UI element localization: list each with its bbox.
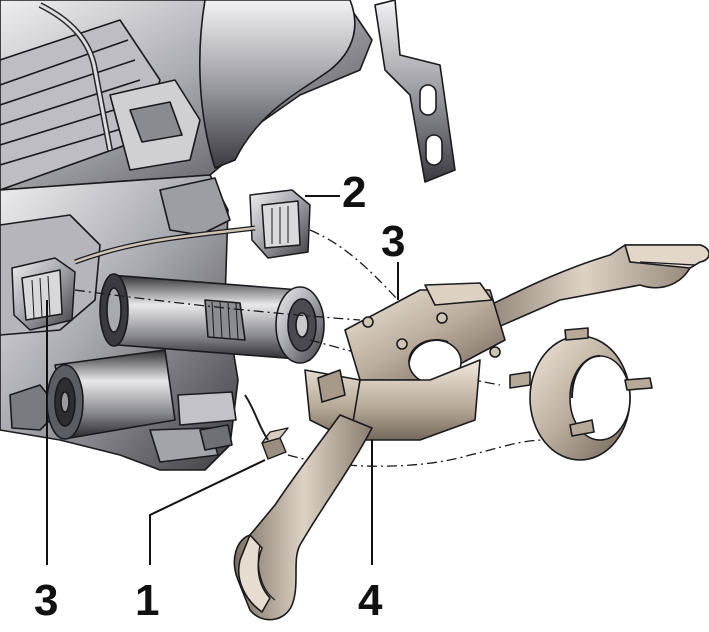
callout-4: 4 [358, 576, 383, 625]
callout-2: 2 [342, 168, 366, 217]
leader-lines [46, 195, 399, 565]
callout-1: 1 [135, 576, 159, 625]
combination-switch [233, 244, 709, 621]
connector-2 [249, 189, 311, 259]
leader-1 [149, 459, 266, 565]
plug-1 [261, 427, 289, 460]
callout-3-top: 3 [381, 217, 405, 266]
mounting-bracket [374, 0, 456, 183]
callout-3-left: 3 [34, 576, 58, 625]
connector-3-left [11, 257, 76, 331]
wire-to-plug-1 [244, 394, 269, 441]
slip-ring [509, 327, 653, 461]
